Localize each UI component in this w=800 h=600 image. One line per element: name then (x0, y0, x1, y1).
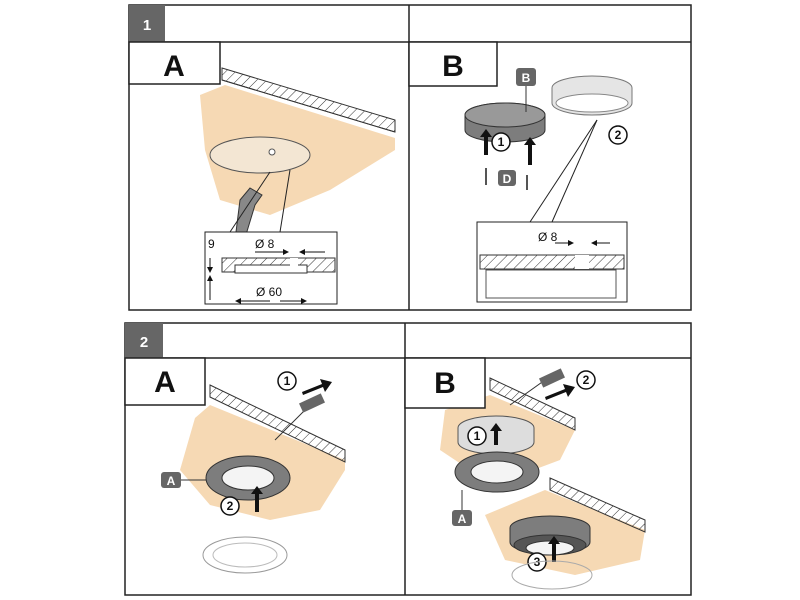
step-1-frame: 1 (128, 4, 692, 311)
arrow-up-icon (480, 129, 492, 155)
callout-1: 1 (284, 374, 291, 388)
spotlight-outline (202, 536, 288, 574)
part-tag-a: A (458, 512, 467, 526)
panel-2b-label: B (434, 367, 456, 400)
dim-hole-a: Ø 8 (255, 237, 275, 251)
callout-2: 2 (227, 499, 234, 513)
arrow-icon (545, 384, 575, 400)
dim-hole-b: Ø 8 (538, 230, 558, 244)
connector-icon (299, 393, 325, 413)
dim-height: 9 (208, 237, 215, 251)
step-2-badge (125, 323, 163, 358)
connector-icon (539, 368, 565, 388)
part-tag-b: B (522, 71, 531, 85)
callout-1: 1 (474, 429, 481, 443)
panel-1b: B B 1 2 D Ø 8 (408, 41, 633, 303)
panel-1b-label: B (442, 50, 464, 83)
panel-1a-label: A (163, 50, 185, 83)
callout-1: 1 (498, 135, 505, 149)
panel-2a-label: A (154, 366, 176, 399)
step-2-number: 2 (140, 334, 148, 351)
part-tag-a: A (167, 474, 176, 488)
cutout-marking (209, 136, 311, 174)
arrow-up-icon (548, 536, 560, 562)
screw-tag-d: D (503, 172, 512, 186)
callout-2: 2 (615, 128, 622, 142)
panel-1a: A 9 Ø 8 Ø 60 (128, 41, 396, 305)
callout-2: 2 (583, 373, 590, 387)
dim-cutout: Ø 60 (256, 285, 282, 299)
panel-2b: B 2 1 A 3 (404, 357, 646, 590)
panel-2a: A 1 A 2 (124, 357, 346, 574)
arrow-up-icon (490, 423, 502, 445)
step-1-number: 1 (143, 17, 151, 34)
step-1-badge (129, 5, 165, 42)
spotlight-outline (511, 560, 593, 590)
arrow-up-icon (524, 137, 536, 165)
arrow-icon (302, 379, 332, 395)
arrow-up-icon (251, 486, 263, 512)
